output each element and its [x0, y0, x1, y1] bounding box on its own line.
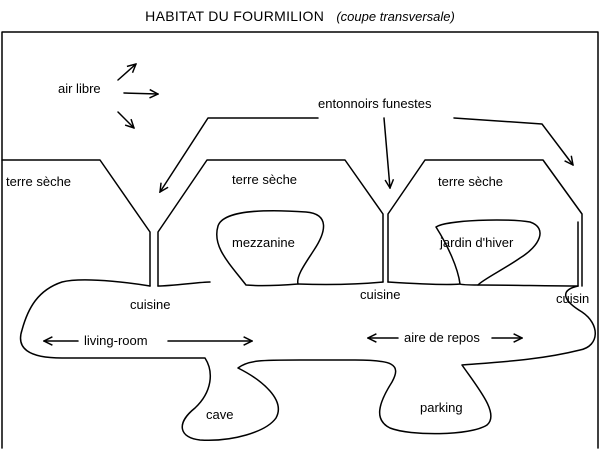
air-arrow-up: [117, 64, 136, 81]
label-living-room: living-room: [84, 333, 148, 348]
label-mezzanine: mezzanine: [232, 235, 295, 250]
title-main: HABITAT DU FOURMILION: [145, 8, 325, 24]
title-subtitle: (coupe transversale): [336, 9, 455, 24]
label-cuisine-1: cuisine: [130, 297, 170, 312]
entonnoir-arrow-middle: [383, 117, 390, 188]
label-terre-seche-1: terre sèche: [6, 174, 71, 189]
ground-surface: [1, 159, 583, 287]
label-cuisine-3: cuisin: [556, 291, 589, 306]
cuisine-1-connector: [157, 281, 211, 287]
label-cave: cave: [206, 407, 233, 422]
cuisine-2b-connector: [387, 281, 461, 286]
label-cuisine-2: cuisine: [360, 287, 400, 302]
label-parking: parking: [420, 400, 463, 415]
label-terre-seche-2: terre sèche: [232, 172, 297, 187]
label-air-libre: air libre: [58, 81, 101, 96]
entonnoir-arrow-left: [160, 117, 319, 192]
air-arrow-right: [123, 93, 158, 94]
label-entonnoirs: entonnoirs funestes: [318, 96, 432, 111]
cuisine-3-connector: [477, 284, 579, 287]
main-gallery: [19, 279, 596, 441]
diagram-title: HABITAT DU FOURMILION (coupe transversal…: [0, 8, 600, 24]
label-terre-seche-3: terre sèche: [438, 174, 503, 189]
air-arrow-down: [117, 111, 134, 128]
cuisine-2-connector: [297, 281, 384, 286]
entonnoir-arrow-right: [453, 117, 573, 165]
jardin-chamber: [435, 219, 541, 286]
label-jardin: jardin d'hiver: [439, 235, 514, 250]
frame-border: [1, 31, 599, 449]
label-aire-repos: aire de repos: [404, 330, 480, 345]
